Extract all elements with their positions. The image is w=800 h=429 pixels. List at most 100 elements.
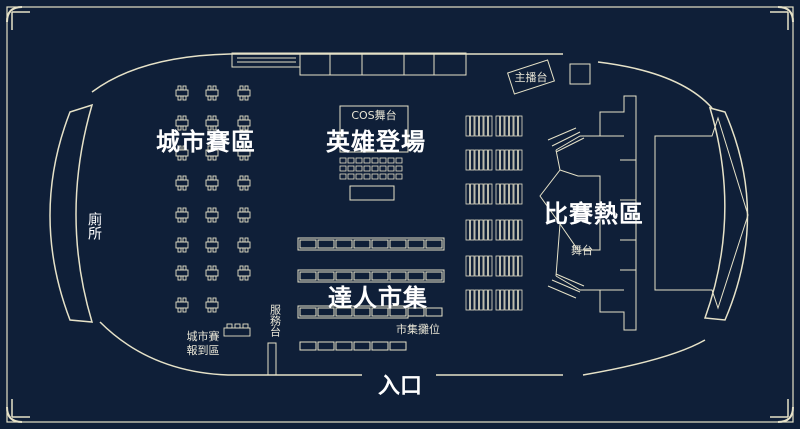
arena-seat — [212, 237, 217, 243]
arena-seat — [177, 275, 182, 281]
match-seat — [474, 289, 479, 311]
match-seat — [474, 255, 479, 277]
arena-seat — [207, 145, 212, 151]
city-arena-label: 城市賽區 — [156, 128, 256, 156]
arena-desk — [237, 149, 251, 157]
match-seat — [470, 219, 475, 241]
arena-seat — [207, 237, 212, 243]
match-seat — [518, 219, 523, 241]
match-seat — [509, 255, 514, 277]
market-booth — [425, 307, 443, 317]
arena-seat — [244, 145, 249, 151]
entrance[interactable]: 入口 — [378, 374, 422, 399]
arena-seat — [244, 175, 249, 181]
main-broadcast-desk[interactable]: 主播台 — [506, 59, 591, 95]
service-desk[interactable]: 服務台 — [267, 304, 282, 376]
match-seat — [495, 149, 500, 171]
arena-seat — [212, 185, 217, 191]
market-booth — [389, 239, 407, 249]
hero-seat — [347, 157, 355, 164]
match-seat — [495, 219, 500, 241]
arena-desk — [205, 301, 219, 309]
arena-seat — [207, 217, 212, 223]
hero-seat — [355, 165, 363, 172]
city-arena-tables — [175, 85, 251, 313]
expert-market-label: 達人市集 — [328, 284, 428, 312]
top-booth-strip — [231, 52, 467, 76]
arena-seat — [239, 275, 244, 281]
arena-desk — [205, 149, 219, 157]
arena-seat — [239, 247, 244, 253]
arena-seat — [182, 217, 187, 223]
arena-desk — [175, 269, 189, 277]
arena-seat — [207, 85, 212, 91]
market-booth — [353, 341, 371, 351]
market-row-outline — [297, 269, 445, 283]
cos-stage[interactable]: COS舞台 — [339, 105, 409, 153]
market-booth — [425, 239, 443, 249]
hero-seat — [339, 173, 347, 180]
restroom-label: 廁所 — [86, 211, 102, 240]
match-seat — [495, 289, 500, 311]
match-seat — [500, 289, 505, 311]
match-seat — [518, 255, 523, 277]
market-booth — [335, 341, 353, 351]
market-booth — [371, 239, 389, 249]
arena-desk — [237, 179, 251, 187]
market-booth — [407, 271, 425, 281]
match-seat — [513, 115, 518, 137]
match-seat — [500, 183, 505, 205]
hero-seat — [347, 165, 355, 172]
market-booth-label: 市集攤位 — [396, 322, 440, 336]
match-seat — [504, 219, 509, 241]
arena-seat — [239, 175, 244, 181]
match-seat — [488, 183, 493, 205]
arena-seat — [177, 175, 182, 181]
arena-seat — [207, 307, 212, 313]
arena-desk — [237, 89, 251, 97]
match-seat — [504, 255, 509, 277]
hero-seat — [347, 173, 355, 180]
match-seat — [488, 115, 493, 137]
hero-seat — [387, 165, 395, 172]
arena-desk — [237, 211, 251, 219]
hero-stage-platform — [349, 185, 395, 201]
hero-seat — [363, 165, 371, 172]
restroom-area[interactable]: 廁所 — [86, 211, 102, 240]
match-seat — [474, 149, 479, 171]
match-seat — [479, 115, 484, 137]
match-seat — [513, 289, 518, 311]
cos-stage-label: COS舞台 — [351, 108, 396, 122]
match-seat — [504, 183, 509, 205]
arena-seat — [177, 115, 182, 121]
arena-desk — [205, 211, 219, 219]
arena-desk — [237, 241, 251, 249]
match-seat — [504, 289, 509, 311]
match-seat — [470, 183, 475, 205]
arena-desk — [205, 119, 219, 127]
market-booth — [299, 341, 317, 351]
match-stage-structure[interactable] — [539, 95, 749, 331]
city-checkin-area[interactable]: 城市賽 報到區 — [187, 323, 251, 357]
arena-seat — [244, 237, 249, 243]
outer-frame — [6, 6, 794, 423]
arena-seat — [207, 297, 212, 303]
hero-seat — [379, 157, 387, 164]
arena-seat — [239, 85, 244, 91]
market-booth — [299, 307, 317, 317]
match-seat — [465, 219, 470, 241]
match-seat — [518, 183, 523, 205]
arena-desk — [237, 119, 251, 127]
market-booth — [389, 307, 407, 317]
arena-seat — [177, 207, 182, 213]
arena-seat — [177, 217, 182, 223]
arena-seat — [239, 237, 244, 243]
arena-seat — [182, 207, 187, 213]
match-seat — [465, 115, 470, 137]
match-seat — [509, 115, 514, 137]
market-row-outline — [297, 237, 445, 251]
hero-seat — [371, 173, 379, 180]
arena-desk — [175, 119, 189, 127]
market-booth — [353, 307, 371, 317]
